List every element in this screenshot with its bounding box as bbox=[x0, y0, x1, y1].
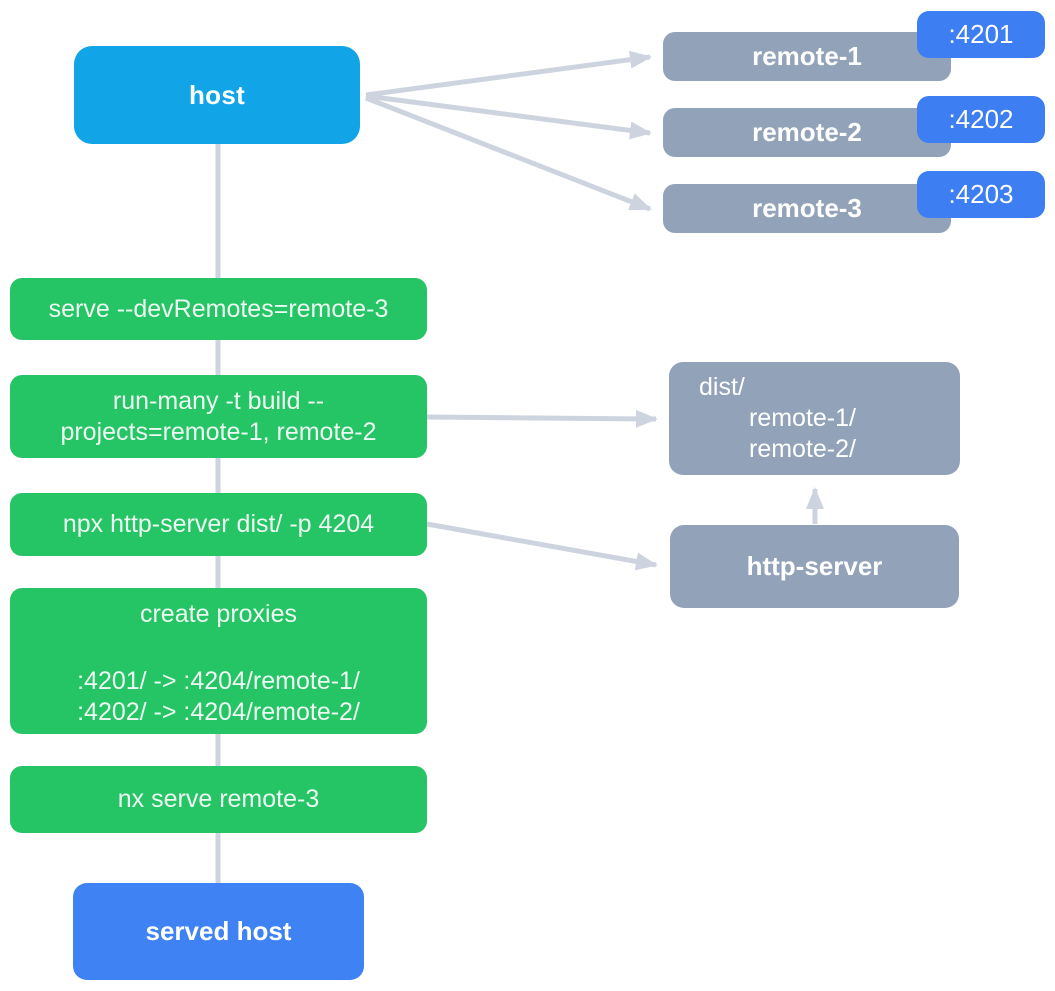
port-badge-4201: :4201 bbox=[917, 11, 1045, 58]
served-host-node: served host bbox=[73, 883, 364, 980]
http-server-label: http-server bbox=[746, 551, 883, 581]
remote-2-node: remote-2 bbox=[663, 108, 951, 157]
port-badge-label: :4201 bbox=[948, 19, 1014, 49]
port-badge-4202: :4202 bbox=[917, 96, 1045, 143]
proxy-mapping-line: :4202/ -> :4204/remote-2/ bbox=[77, 698, 360, 726]
edge-host-to-remote-2 bbox=[365, 93, 652, 140]
http-server-node: http-server bbox=[670, 525, 959, 608]
served-host-label: served host bbox=[145, 916, 292, 946]
step-run-many-build: run-many -t build -- projects=remote-1, … bbox=[10, 375, 427, 458]
dist-remote-2-line: remote-2/ bbox=[749, 435, 856, 463]
step-label: npx http-server dist/ -p 4204 bbox=[62, 510, 375, 538]
remote-3-node: remote-3 bbox=[663, 184, 951, 233]
port-badge-4203: :4203 bbox=[917, 171, 1045, 218]
step-nx-serve-remote-3: nx serve remote-3 bbox=[10, 766, 427, 833]
step-label: serve --devRemotes=remote-3 bbox=[48, 294, 389, 323]
remote-3-label: remote-3 bbox=[752, 193, 862, 223]
step-line: run-many -t build -- bbox=[112, 386, 325, 415]
step-serve-dev-remotes: serve --devRemotes=remote-3 bbox=[10, 278, 427, 340]
host-node: host bbox=[74, 46, 360, 144]
dist-remote-1-line: remote-1/ bbox=[749, 404, 856, 432]
step-create-proxies: create proxies :4201/ -> :4204/remote-1/… bbox=[10, 588, 427, 734]
step-title: create proxies bbox=[139, 600, 298, 628]
dist-root-line: dist/ bbox=[699, 373, 745, 401]
edge-run-many-to-dist bbox=[426, 409, 658, 428]
port-badge-label: :4203 bbox=[948, 179, 1014, 209]
port-badge-label: :4202 bbox=[948, 104, 1014, 134]
host-label: host bbox=[188, 79, 246, 110]
step-npx-http-server: npx http-server dist/ -p 4204 bbox=[10, 493, 427, 556]
edge-host-to-remote-1 bbox=[365, 50, 652, 98]
proxy-mapping-line: :4201/ -> :4204/remote-1/ bbox=[77, 667, 360, 695]
edge-host-to-remote-3 bbox=[365, 95, 652, 212]
edge-npx-to-http-server bbox=[426, 521, 658, 571]
remote-1-node: remote-1 bbox=[663, 32, 951, 81]
remote-1-label: remote-1 bbox=[752, 41, 862, 71]
step-label: nx serve remote-3 bbox=[117, 785, 320, 813]
remote-2-label: remote-2 bbox=[752, 117, 862, 147]
step-line: projects=remote-1, remote-2 bbox=[60, 417, 377, 446]
dist-folder-node: dist/ remote-1/ remote-2/ bbox=[669, 362, 960, 475]
